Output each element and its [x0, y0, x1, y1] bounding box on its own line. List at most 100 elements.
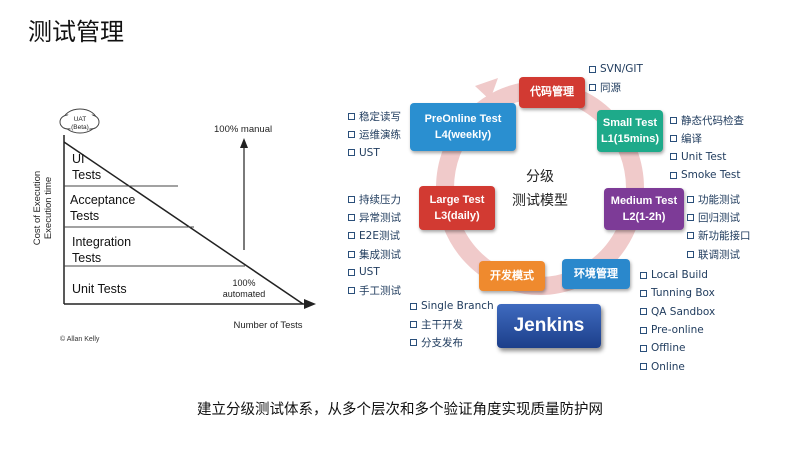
stage-small-line1: Small Test — [602, 116, 658, 129]
bullet-icon — [670, 116, 677, 124]
layer-integration-line1: Integration — [72, 235, 131, 249]
list-item: UST — [348, 263, 401, 281]
list-code-management: SVN/GIT 同源 — [589, 60, 643, 97]
stage-dev-mode: 开发模式 — [479, 261, 545, 291]
jenkins-box: Jenkins — [497, 304, 601, 348]
bullet-icon — [348, 250, 355, 258]
list-item: 异常测试 — [348, 208, 401, 226]
list-item: Offline — [640, 339, 715, 357]
layer-acceptance-line2: Tests — [70, 209, 99, 223]
list-medium-test: 功能测试 回归测试 新功能接口 联调测试 — [687, 190, 751, 263]
layer-ui-line2: Tests — [72, 168, 101, 182]
stage-small-test: Small Test L1(15mins) — [597, 110, 663, 152]
uat-cloud-icon — [59, 108, 100, 134]
list-item: Single Branch — [410, 297, 494, 315]
stage-medium-line1: Medium Test — [610, 194, 678, 207]
bullet-icon — [640, 289, 647, 297]
list-item: 同源 — [589, 78, 643, 96]
list-item-text: 联调测试 — [698, 248, 740, 261]
automated-label-2: automated — [223, 289, 266, 299]
stage-medium-test: Medium Test L2(1-2h) — [604, 188, 684, 230]
list-item: 稳定读写 — [348, 107, 401, 125]
list-item: 新功能接口 — [687, 227, 751, 245]
bullet-icon — [640, 326, 647, 334]
bullet-icon — [640, 344, 647, 352]
list-item-text: Single Branch — [421, 300, 494, 313]
bullet-icon — [589, 83, 596, 91]
list-item-text: QA Sandbox — [651, 305, 716, 318]
stage-preonline-line2: L4(weekly) — [434, 129, 492, 141]
bullet-icon — [348, 149, 355, 157]
layer-ui-line1: UI — [72, 152, 85, 166]
copyright-label: © Allan Kelly — [60, 335, 100, 343]
bullet-icon — [670, 134, 677, 142]
bullet-icon — [640, 308, 647, 316]
footer-caption: 建立分级测试体系，从多个层次和多个验证角度实现质量防护网 — [197, 402, 603, 418]
list-item-text: Pre-online — [651, 324, 704, 337]
bullet-icon — [348, 268, 355, 276]
bullet-icon — [687, 232, 694, 240]
cycle-arrowhead — [475, 78, 498, 100]
list-item-text: 静态代码检查 — [681, 114, 744, 127]
layer-acceptance-line1: Acceptance — [70, 193, 135, 207]
bullet-icon — [348, 213, 355, 221]
stage-large-line2: L3(daily) — [434, 210, 480, 222]
list-item-text: E2E测试 — [359, 230, 400, 243]
stage-code-management-label: 代码管理 — [530, 86, 574, 99]
list-item: 分支发布 — [410, 334, 494, 352]
list-item: Smoke Test — [670, 166, 744, 184]
layer-integration-line2: Tests — [72, 251, 101, 265]
list-item-text: 集成测试 — [359, 248, 401, 261]
center-title-line2: 测试模型 — [512, 193, 568, 209]
list-item-text: 手工测试 — [359, 285, 401, 298]
bullet-icon — [687, 250, 694, 258]
list-item-text: Unit Test — [681, 150, 727, 163]
list-item-text: 稳定读写 — [359, 110, 401, 123]
bullet-icon — [348, 195, 355, 203]
stage-small-line2: L1(15mins) — [600, 133, 660, 145]
list-large-test: 持续压力 异常测试 E2E测试 集成测试 UST 手工测试 — [348, 190, 401, 300]
list-item-text: 运维演练 — [359, 128, 401, 141]
stage-code-management: 代码管理 — [519, 77, 585, 108]
list-item: E2E测试 — [348, 227, 401, 245]
list-item-text: 编译 — [681, 132, 702, 145]
list-item-text: Tunning Box — [651, 287, 715, 300]
list-item-text: UST — [359, 146, 380, 159]
y-axis-label-1: Cost of Execution — [32, 171, 43, 245]
list-preonline-test: 稳定读写 运维演练 UST — [348, 107, 401, 162]
list-item: Tunning Box — [640, 284, 715, 302]
list-item-text: 主干开发 — [421, 318, 463, 331]
bullet-icon — [589, 65, 596, 73]
bullet-icon — [410, 320, 417, 328]
list-item: SVN/GIT — [589, 60, 643, 78]
list-item-text: 功能测试 — [698, 193, 740, 206]
list-item: 静态代码检查 — [670, 111, 744, 129]
list-dev-mode: Single Branch 主干开发 分支发布 — [410, 297, 494, 352]
list-item-text: Online — [651, 360, 685, 373]
stage-dev-mode-label: 开发模式 — [490, 269, 534, 282]
list-small-test: 静态代码检查 编译 Unit Test Smoke Test — [670, 111, 744, 184]
stage-env-management-label: 环境管理 — [574, 267, 618, 280]
list-item-text: 回归测试 — [698, 211, 740, 224]
pyramid-hypotenuse — [63, 141, 304, 305]
bullet-icon — [687, 195, 694, 203]
list-item: 运维演练 — [348, 125, 401, 143]
list-item: 持续压力 — [348, 190, 401, 208]
automated-label-1: 100% — [232, 278, 255, 288]
stage-preonline-test: PreOnline Test L4(weekly) — [410, 103, 516, 151]
list-item: Unit Test — [670, 148, 744, 166]
bullet-icon — [348, 232, 355, 240]
list-item-text: Local Build — [651, 269, 708, 282]
list-item-text: 持续压力 — [359, 193, 401, 206]
bullet-icon — [670, 153, 677, 161]
list-env-management: Local Build Tunning Box QA Sandbox Pre-o… — [640, 266, 715, 376]
bullet-icon — [410, 302, 417, 310]
list-item: 回归测试 — [687, 208, 751, 226]
list-item-text: 分支发布 — [421, 337, 463, 350]
bullet-icon — [640, 271, 647, 279]
layer-unit-line1: Unit Tests — [72, 282, 127, 296]
list-item: 编译 — [670, 129, 744, 147]
list-item-text: 新功能接口 — [698, 230, 751, 243]
list-item: 功能测试 — [687, 190, 751, 208]
list-item: UST — [348, 144, 401, 162]
